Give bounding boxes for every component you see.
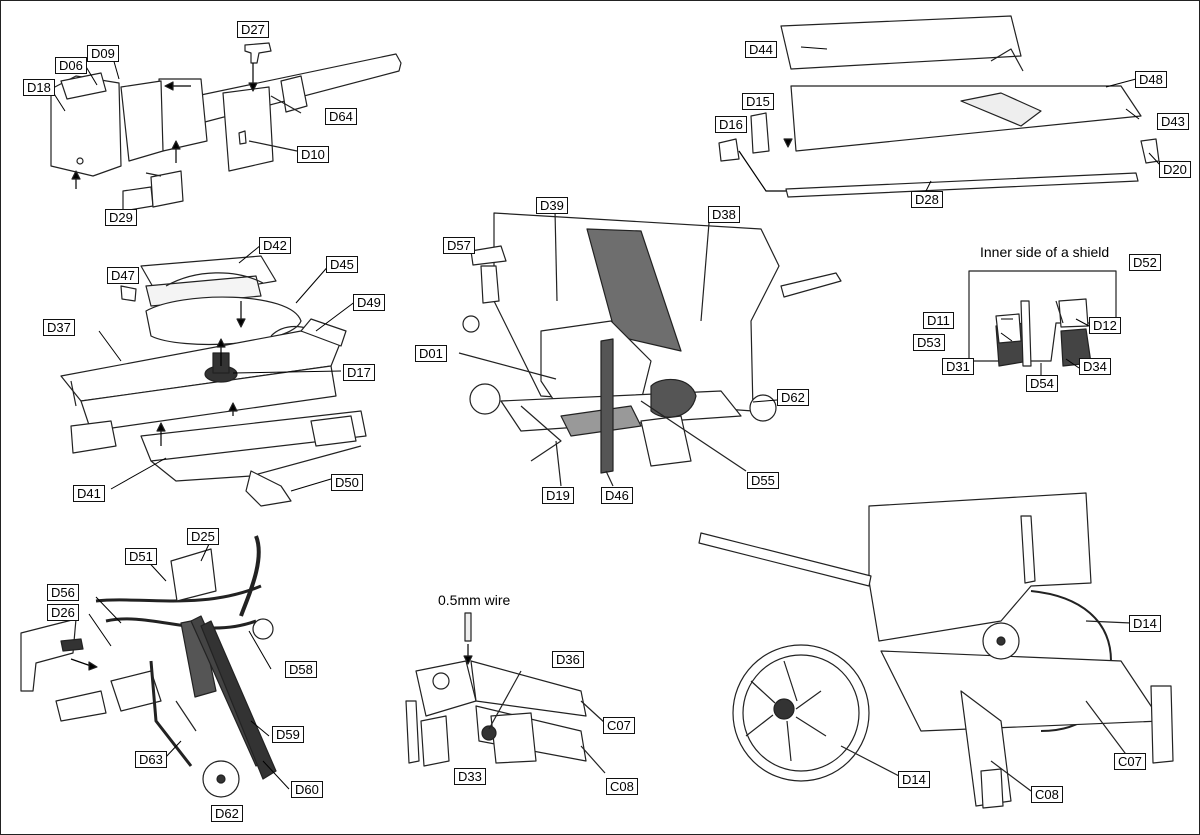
label-D28: D28 — [911, 191, 943, 208]
label-D27: D27 — [237, 21, 269, 38]
label-D16: D16 — [715, 116, 747, 133]
label-D43: D43 — [1157, 113, 1189, 130]
label-D62-center: D62 — [777, 389, 809, 406]
label-D01: D01 — [415, 345, 447, 362]
label-C07-right: C07 — [1114, 753, 1146, 770]
label-D17: D17 — [343, 364, 375, 381]
note-inner-side-shield: Inner side of a shield — [980, 244, 1110, 260]
trail-assembly — [718, 15, 1160, 198]
label-D37: D37 — [43, 319, 75, 336]
label-D18: D18 — [23, 79, 55, 96]
label-D46: D46 — [601, 487, 633, 504]
barrel-breech-assembly — [50, 42, 402, 212]
label-D12: D12 — [1089, 317, 1121, 334]
label-D25: D25 — [187, 528, 219, 545]
label-D19: D19 — [542, 487, 574, 504]
label-C07-center: C07 — [603, 717, 635, 734]
label-D64: D64 — [325, 108, 357, 125]
label-D14-right: D14 — [1129, 615, 1161, 632]
label-D55: D55 — [747, 472, 779, 489]
label-D36: D36 — [552, 651, 584, 668]
label-D54: D54 — [1026, 375, 1058, 392]
label-D45: D45 — [326, 256, 358, 273]
label-D14-left: D14 — [898, 771, 930, 788]
label-D10: D10 — [297, 146, 329, 163]
label-D62-bottom: D62 — [211, 805, 243, 822]
label-D59: D59 — [272, 726, 304, 743]
carriage-parts-assembly — [60, 255, 367, 507]
elevating-gear-assembly — [20, 535, 277, 798]
label-C08-center: C08 — [606, 778, 638, 795]
label-D63: D63 — [135, 751, 167, 768]
label-D47: D47 — [107, 267, 139, 284]
label-D60: D60 — [291, 781, 323, 798]
label-D49: D49 — [353, 294, 385, 311]
label-C08-right: C08 — [1031, 786, 1063, 803]
label-D29: D29 — [105, 209, 137, 226]
label-D51: D51 — [125, 548, 157, 565]
label-D09: D09 — [87, 45, 119, 62]
label-D06: D06 — [55, 57, 87, 74]
leader-lines — [50, 46, 1162, 790]
label-D31: D31 — [942, 358, 974, 375]
label-D42: D42 — [259, 237, 291, 254]
label-D15: D15 — [742, 93, 774, 110]
label-D20: D20 — [1159, 161, 1191, 178]
label-D33: D33 — [454, 768, 486, 785]
label-D56: D56 — [47, 584, 79, 601]
label-D11: D11 — [923, 312, 954, 329]
label-D34: D34 — [1079, 358, 1111, 375]
label-D26: D26 — [47, 604, 79, 621]
label-D52: D52 — [1129, 254, 1161, 271]
label-D50: D50 — [331, 474, 363, 491]
wire-detail-assembly — [405, 612, 606, 774]
complete-gun-assembly — [698, 492, 1174, 809]
label-D41: D41 — [73, 485, 105, 502]
label-D58: D58 — [285, 661, 317, 678]
label-D39: D39 — [536, 197, 568, 214]
label-D48: D48 — [1135, 71, 1167, 88]
label-D53: D53 — [913, 334, 945, 351]
note-wire: 0.5mm wire — [438, 592, 511, 608]
label-D38: D38 — [708, 206, 740, 223]
cradle-shield-assembly — [458, 210, 842, 487]
label-D44: D44 — [745, 41, 777, 58]
shield-inner-assembly — [968, 270, 1117, 367]
label-D57: D57 — [443, 237, 475, 254]
